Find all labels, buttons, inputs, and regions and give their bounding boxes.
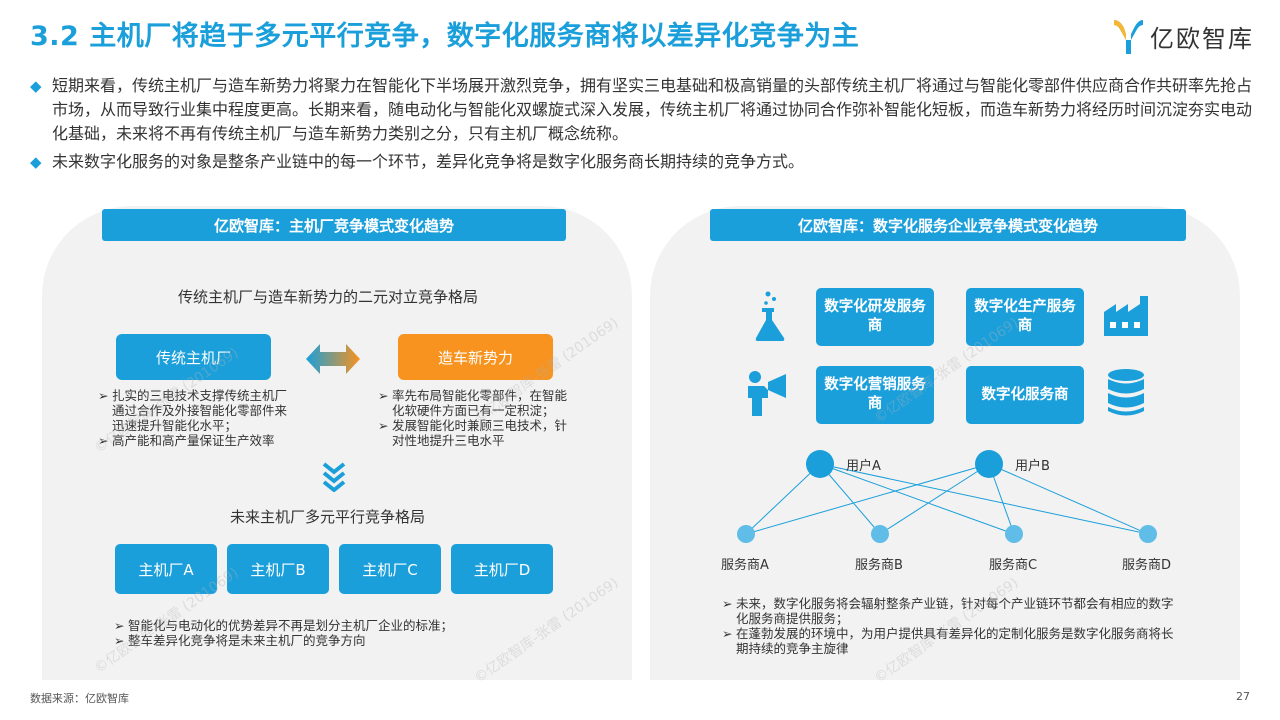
dual-pattern-subtitle: 传统主机厂与造车新势力的二元对立竞争格局 bbox=[178, 288, 479, 306]
marketing-service-box: 数字化营销服务商 bbox=[816, 366, 934, 424]
note-item: ➢智能化与电动化的优势差异不再是划分主机厂企业的标准； bbox=[114, 618, 454, 633]
arrow-bullet-icon: ➢ bbox=[114, 618, 125, 633]
service-notes: ➢未来，数字化服务将会辐射整条产业链，针对每个产业链环节都会有相应的数字化服务商… bbox=[722, 596, 1182, 656]
left-panel-header: 亿欧智库：主机厂竞争模式变化趋势 bbox=[102, 209, 566, 241]
provider-b-label: 服务商B bbox=[855, 558, 903, 573]
new-force-box: 造车新势力 bbox=[398, 334, 553, 380]
factory-icon bbox=[1104, 296, 1148, 336]
rd-service-box: 数字化研发服务商 bbox=[816, 288, 934, 346]
yiou-logo-icon bbox=[1114, 20, 1143, 54]
data-source: 数据来源：亿欧智库 bbox=[30, 692, 129, 705]
network-link bbox=[879, 463, 990, 535]
arrow-bullet-icon: ➢ bbox=[722, 596, 733, 611]
chevron-down-icon bbox=[322, 462, 346, 492]
note-item: ➢率先布局智能化零部件，在智能化软硬件方面已有一定积淀； bbox=[378, 388, 568, 418]
digital-service-box: 数字化服务商 bbox=[966, 366, 1084, 424]
note-item: ➢发展智能化时兼顾三电技术，针对性地提升三电水平 bbox=[378, 418, 568, 448]
network-link bbox=[988, 463, 1149, 535]
double-arrow-icon bbox=[306, 344, 360, 374]
diamond-bullet-icon: ◆ bbox=[30, 153, 42, 171]
network-diagram bbox=[737, 450, 1157, 543]
intro-bullets: ◆ 短期来看，传统主机厂与造车新势力将聚力在智能化下半场展开激烈竞争，拥有坚实三… bbox=[30, 74, 1260, 178]
arrow-bullet-icon: ➢ bbox=[722, 626, 733, 641]
network-link bbox=[819, 463, 881, 535]
logo-text: 亿欧智库 bbox=[1150, 24, 1254, 53]
traditional-notes: ➢扎实的三电技术支撑传统主机厂通过合作及外接智能化零部件来迅速提升智能化水平； … bbox=[98, 388, 294, 448]
database-icon bbox=[1108, 369, 1144, 416]
provider-d-node bbox=[1139, 525, 1157, 543]
provider-a-label: 服务商A bbox=[721, 558, 769, 573]
note-item: ➢扎实的三电技术支撑传统主机厂通过合作及外接智能化零部件来迅速提升智能化水平； bbox=[98, 388, 288, 433]
oem-c-box: 主机厂C bbox=[339, 544, 441, 594]
bullet-item: ◆ 短期来看，传统主机厂与造车新势力将聚力在智能化下半场展开激烈竞争，拥有坚实三… bbox=[30, 74, 1260, 146]
arrow-bullet-icon: ➢ bbox=[98, 388, 109, 403]
bullet-item: ◆ 未来数字化服务的对象是整条产业链中的每一个环节，差异化竞争将是数字化服务商长… bbox=[30, 150, 1260, 174]
provider-d-label: 服务商D bbox=[1122, 558, 1172, 573]
network-link bbox=[745, 463, 821, 535]
right-panel bbox=[650, 206, 1240, 680]
oem-notes: ➢智能化与电动化的优势差异不再是划分主机厂企业的标准； ➢整车差异化竞争将是未来… bbox=[114, 618, 534, 648]
bullet-text: 未来数字化服务的对象是整条产业链中的每一个环节，差异化竞争将是数字化服务商长期持… bbox=[52, 152, 805, 171]
arrow-bullet-icon: ➢ bbox=[98, 433, 109, 448]
oem-d-box: 主机厂D bbox=[451, 544, 553, 594]
user-a-node bbox=[806, 450, 834, 478]
megaphone-person-icon bbox=[748, 371, 786, 416]
arrow-bullet-icon: ➢ bbox=[378, 388, 389, 403]
provider-c-node bbox=[1005, 525, 1023, 543]
right-panel-header: 亿欧智库：数字化服务企业竞争模式变化趋势 bbox=[710, 209, 1186, 241]
network-link bbox=[819, 463, 1015, 535]
flask-icon bbox=[755, 291, 785, 341]
page-number: 27 bbox=[1236, 690, 1250, 703]
provider-c-label: 服务商C bbox=[989, 558, 1038, 573]
page-title: 3.2 主机厂将趋于多元平行竞争，数字化服务商将以差异化竞争为主 bbox=[30, 21, 860, 52]
traditional-oem-box: 传统主机厂 bbox=[116, 334, 271, 380]
provider-a-node bbox=[737, 525, 755, 543]
user-b-node bbox=[975, 450, 1003, 478]
brand-logo: 亿欧智库 bbox=[1112, 14, 1254, 58]
network-link bbox=[745, 463, 990, 535]
new-force-notes: ➢率先布局智能化零部件，在智能化软硬件方面已有一定积淀； ➢发展智能化时兼顾三电… bbox=[378, 388, 574, 448]
parallel-pattern-subtitle: 未来主机厂多元平行竞争格局 bbox=[230, 508, 426, 526]
note-item: ➢在蓬勃发展的环境中，为用户提供具有差异化的定制化服务是数字化服务商将长期持续的… bbox=[722, 626, 1174, 656]
provider-b-node bbox=[871, 525, 889, 543]
diamond-bullet-icon: ◆ bbox=[30, 77, 42, 95]
left-panel bbox=[42, 206, 632, 680]
bullet-text: 短期来看，传统主机厂与造车新势力将聚力在智能化下半场展开激烈竞争，拥有坚实三电基… bbox=[52, 76, 1253, 143]
arrow-bullet-icon: ➢ bbox=[114, 633, 125, 648]
production-service-box: 数字化生产服务商 bbox=[966, 288, 1084, 346]
user-b-label: 用户B bbox=[1015, 459, 1050, 474]
arrow-bullet-icon: ➢ bbox=[378, 418, 389, 433]
note-item: ➢整车差异化竞争将是未来主机厂的竞争方向 bbox=[114, 633, 366, 648]
oem-b-box: 主机厂B bbox=[227, 544, 329, 594]
network-link bbox=[819, 463, 1149, 535]
user-a-label: 用户A bbox=[846, 459, 881, 474]
note-item: ➢未来，数字化服务将会辐射整条产业链，针对每个产业链环节都会有相应的数字化服务商… bbox=[722, 596, 1174, 626]
oem-a-box: 主机厂A bbox=[115, 544, 217, 594]
note-item: ➢高产能和高产量保证生产效率 bbox=[98, 433, 275, 448]
